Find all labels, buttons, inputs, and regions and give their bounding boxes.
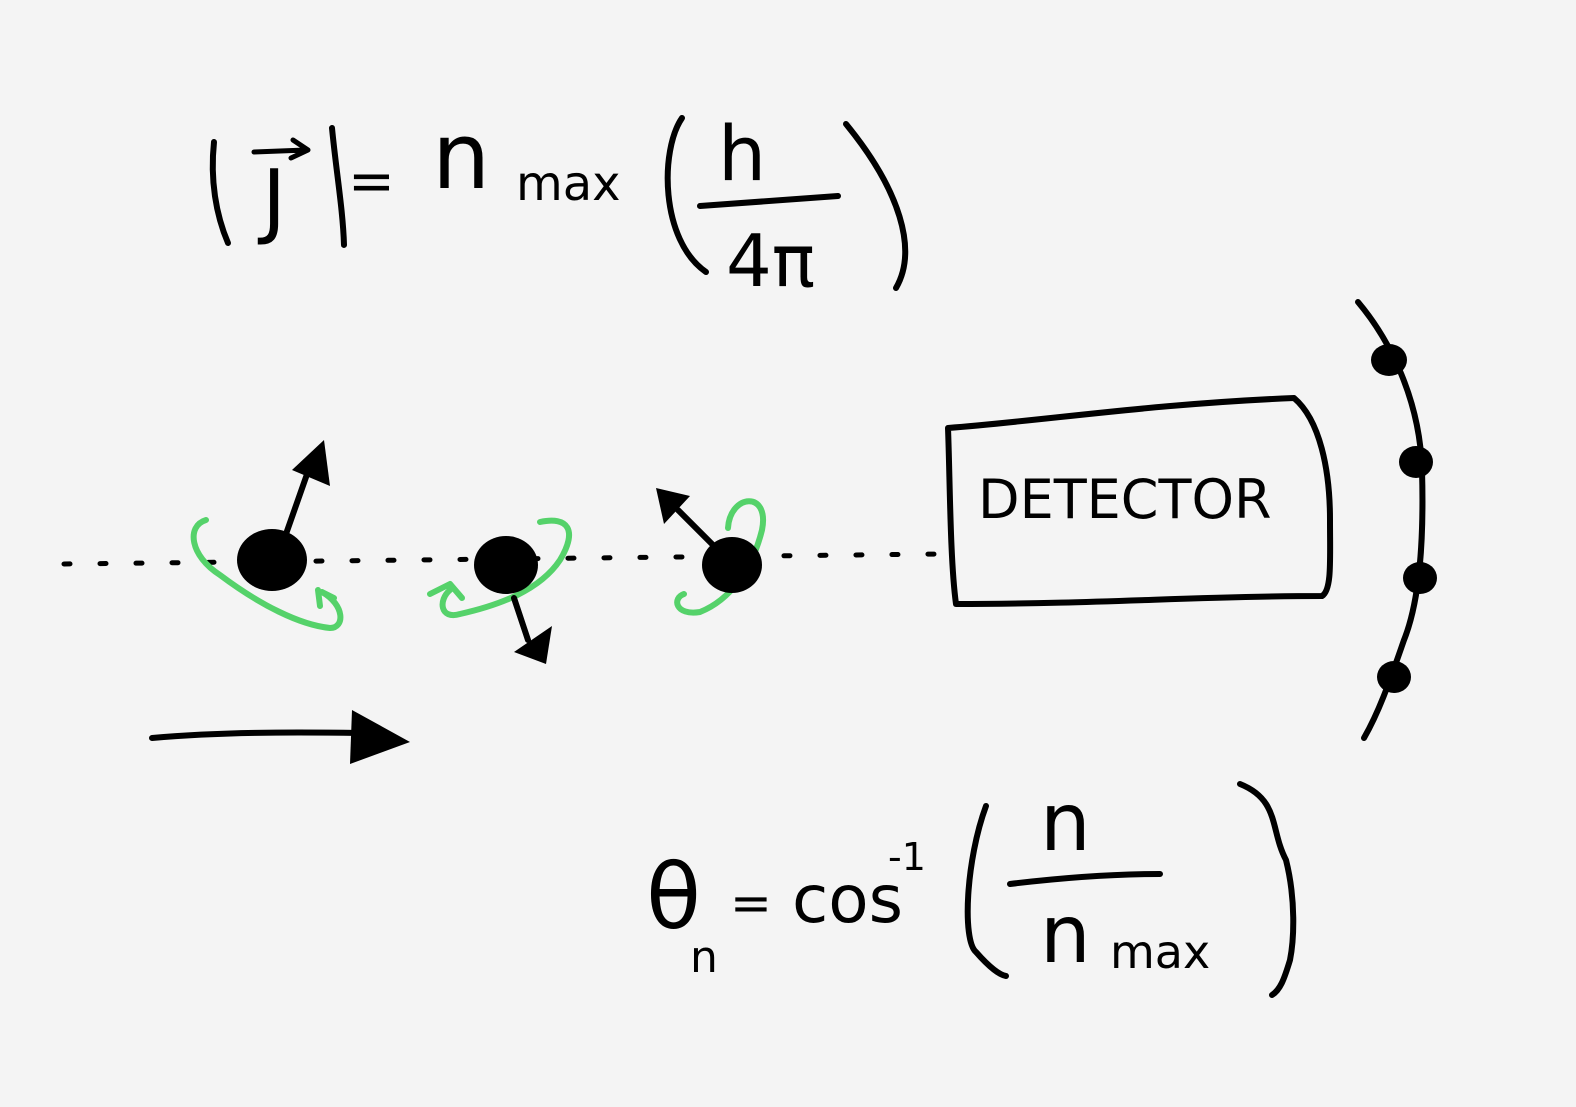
motion-arrow-icon bbox=[149, 710, 410, 764]
n-symbol-top: n bbox=[432, 103, 490, 210]
spin-down-arrow-icon bbox=[511, 595, 531, 643]
detector: DETECTOR bbox=[945, 395, 1334, 607]
screen-spot bbox=[1371, 344, 1407, 376]
rotation-loop-icon bbox=[427, 517, 573, 619]
planck-h: h bbox=[718, 109, 766, 198]
particle-2 bbox=[427, 517, 573, 664]
motion-arrowhead bbox=[350, 710, 410, 764]
spin-arrowhead-down bbox=[514, 626, 552, 664]
detector-box bbox=[945, 395, 1334, 607]
paren-right-bottom bbox=[1237, 781, 1297, 998]
screen-spot bbox=[1399, 446, 1433, 478]
particle-dot bbox=[237, 529, 307, 591]
paren-left-bottom bbox=[964, 803, 1009, 979]
denominator-subscript-max: max bbox=[1110, 925, 1210, 979]
particle-1 bbox=[190, 440, 344, 631]
paren-left-top bbox=[664, 115, 709, 275]
equation-bottom: θ n = cos -1 n n max bbox=[646, 776, 1297, 998]
spin-arrowhead-up-left bbox=[656, 488, 690, 524]
n-subscript-max-top: max bbox=[516, 156, 621, 212]
theta-symbol: θ bbox=[646, 845, 701, 950]
spin-up-left-arrow-icon bbox=[675, 507, 715, 547]
detector-label: DETECTOR bbox=[978, 468, 1272, 531]
equation-top: J = n max h 4π bbox=[209, 103, 909, 303]
motion-arrow-shaft bbox=[149, 729, 363, 741]
fraction-bar-bottom bbox=[1007, 871, 1163, 887]
abs-bar-left bbox=[209, 139, 231, 246]
equals-top: = bbox=[348, 149, 395, 214]
screen-spot bbox=[1403, 562, 1437, 594]
equals-bottom: = bbox=[730, 874, 772, 932]
inverse-superscript: -1 bbox=[888, 835, 926, 879]
rotation-loop-icon bbox=[190, 517, 344, 631]
vector-arrow-icon bbox=[251, 137, 311, 161]
vector-j: J bbox=[257, 153, 286, 248]
numerator-n: n bbox=[1040, 776, 1091, 869]
paren-right-top bbox=[843, 121, 909, 291]
particle-dot bbox=[474, 536, 538, 594]
abs-bar-right bbox=[329, 125, 347, 248]
screen-spot bbox=[1377, 661, 1411, 693]
theta-subscript-n: n bbox=[690, 932, 718, 983]
denominator-4pi: 4π bbox=[726, 219, 815, 303]
spin-arrowhead-up bbox=[292, 440, 330, 486]
fraction-bar-top bbox=[697, 193, 841, 209]
cos-function: cos bbox=[792, 861, 903, 938]
particle-3 bbox=[656, 488, 767, 616]
particle-dot bbox=[702, 537, 762, 593]
denominator-n: n bbox=[1040, 888, 1091, 981]
detection-screen bbox=[1355, 299, 1437, 741]
